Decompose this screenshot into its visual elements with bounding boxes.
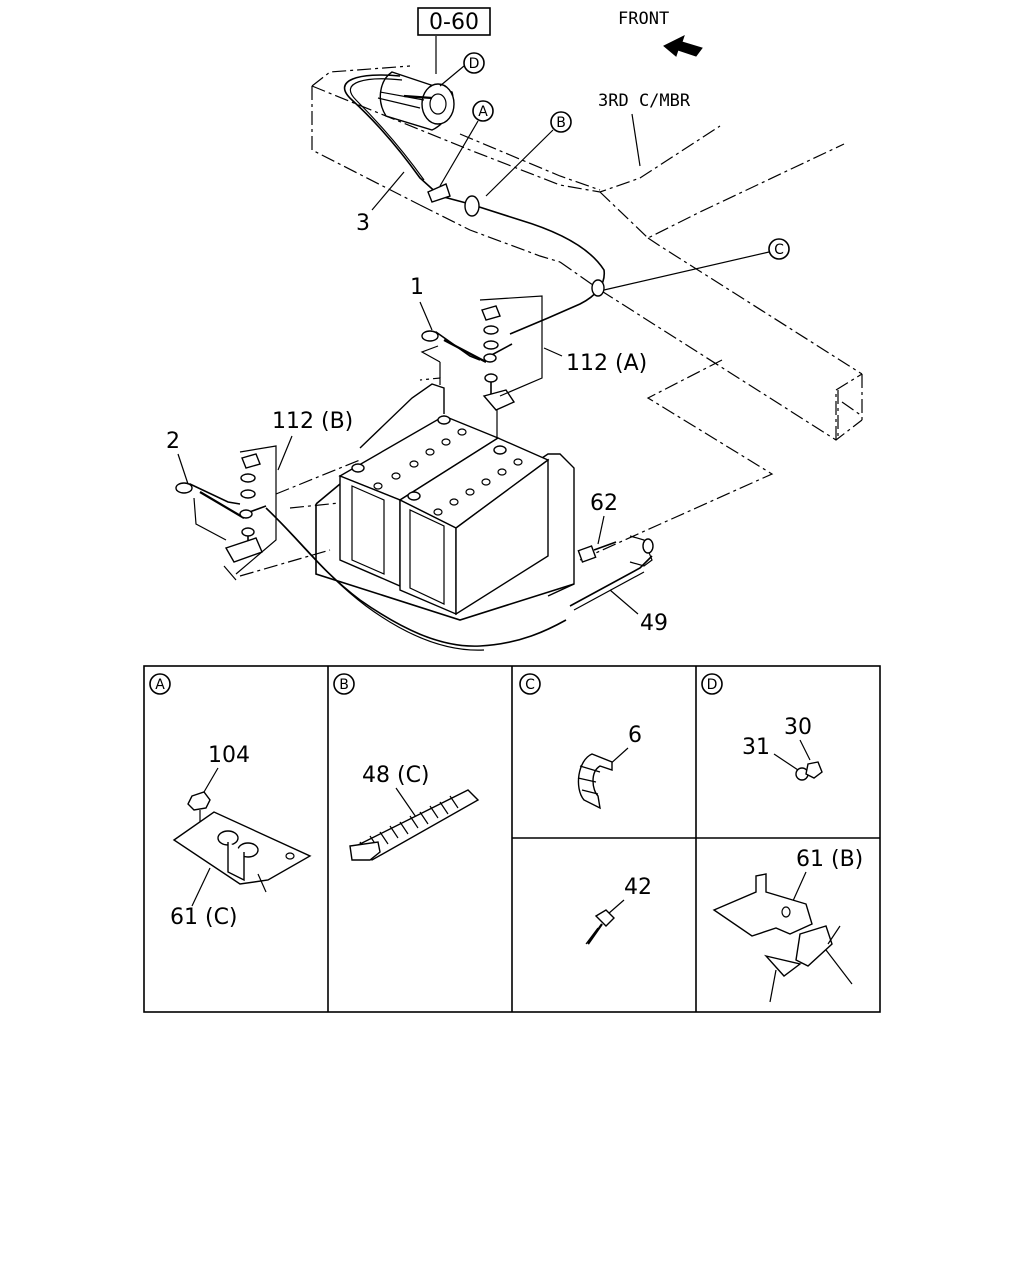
part-61b-label: 61 (B): [796, 847, 863, 872]
battery-left: [338, 415, 500, 588]
callout-c[interactable]: C: [768, 238, 790, 260]
panel-c: C 6 42: [519, 673, 652, 945]
starter-motor: [377, 71, 455, 131]
svg-text:B: B: [556, 115, 566, 131]
bolt-62: [577, 541, 617, 563]
cable-49: [569, 535, 654, 611]
battery-right: [398, 437, 550, 616]
detail-grid: [143, 665, 881, 1013]
part-112b-label: 112 (B): [272, 409, 353, 434]
part-6-label: 6: [628, 723, 642, 748]
battery-caps: [373, 428, 523, 516]
member-label: 3RD C/MBR: [598, 91, 691, 111]
ref-box[interactable]: 0-60: [417, 7, 491, 36]
panel-b-label: B: [339, 677, 349, 693]
ground-cable: [265, 507, 567, 651]
part-112a-label: 112 (A): [566, 351, 647, 376]
negative-cable-assembly: [175, 445, 277, 581]
frame-member: [311, 65, 863, 441]
positive-cable-assembly: [420, 295, 543, 450]
panel-d: D 30 31 61 (B): [701, 673, 863, 1003]
svg-text:A: A: [478, 104, 488, 120]
part-48c-label: 48 (C): [362, 763, 430, 788]
svg-text:D: D: [469, 56, 480, 72]
callout-d[interactable]: D: [463, 52, 485, 74]
callout-b[interactable]: B: [550, 111, 572, 133]
ref-box-label: 0-60: [429, 10, 479, 35]
callout-a[interactable]: A: [472, 100, 494, 122]
panel-a: A 104 61 (C): [149, 673, 312, 930]
part-61c-label: 61 (C): [170, 905, 238, 930]
part-2-label: 2: [166, 429, 180, 454]
part-30-label: 30: [784, 715, 812, 740]
panel-a-label: A: [155, 677, 165, 693]
part-1-label: 1: [410, 275, 424, 300]
part-62-label: 62: [590, 491, 618, 516]
starter-cable: [343, 74, 605, 335]
part-49-label: 49: [640, 611, 668, 636]
panel-b: B 48 (C): [333, 673, 480, 861]
front-arrow-icon: [663, 35, 703, 57]
part-31-label: 31: [742, 735, 770, 760]
panel-d-label: D: [707, 677, 718, 693]
svg-text:C: C: [774, 242, 784, 258]
front-label: FRONT: [618, 9, 669, 29]
part-3-label: 3: [356, 211, 370, 236]
part-104-label: 104: [208, 743, 250, 768]
part-42-label: 42: [624, 875, 652, 900]
panel-c-label: C: [525, 677, 535, 693]
